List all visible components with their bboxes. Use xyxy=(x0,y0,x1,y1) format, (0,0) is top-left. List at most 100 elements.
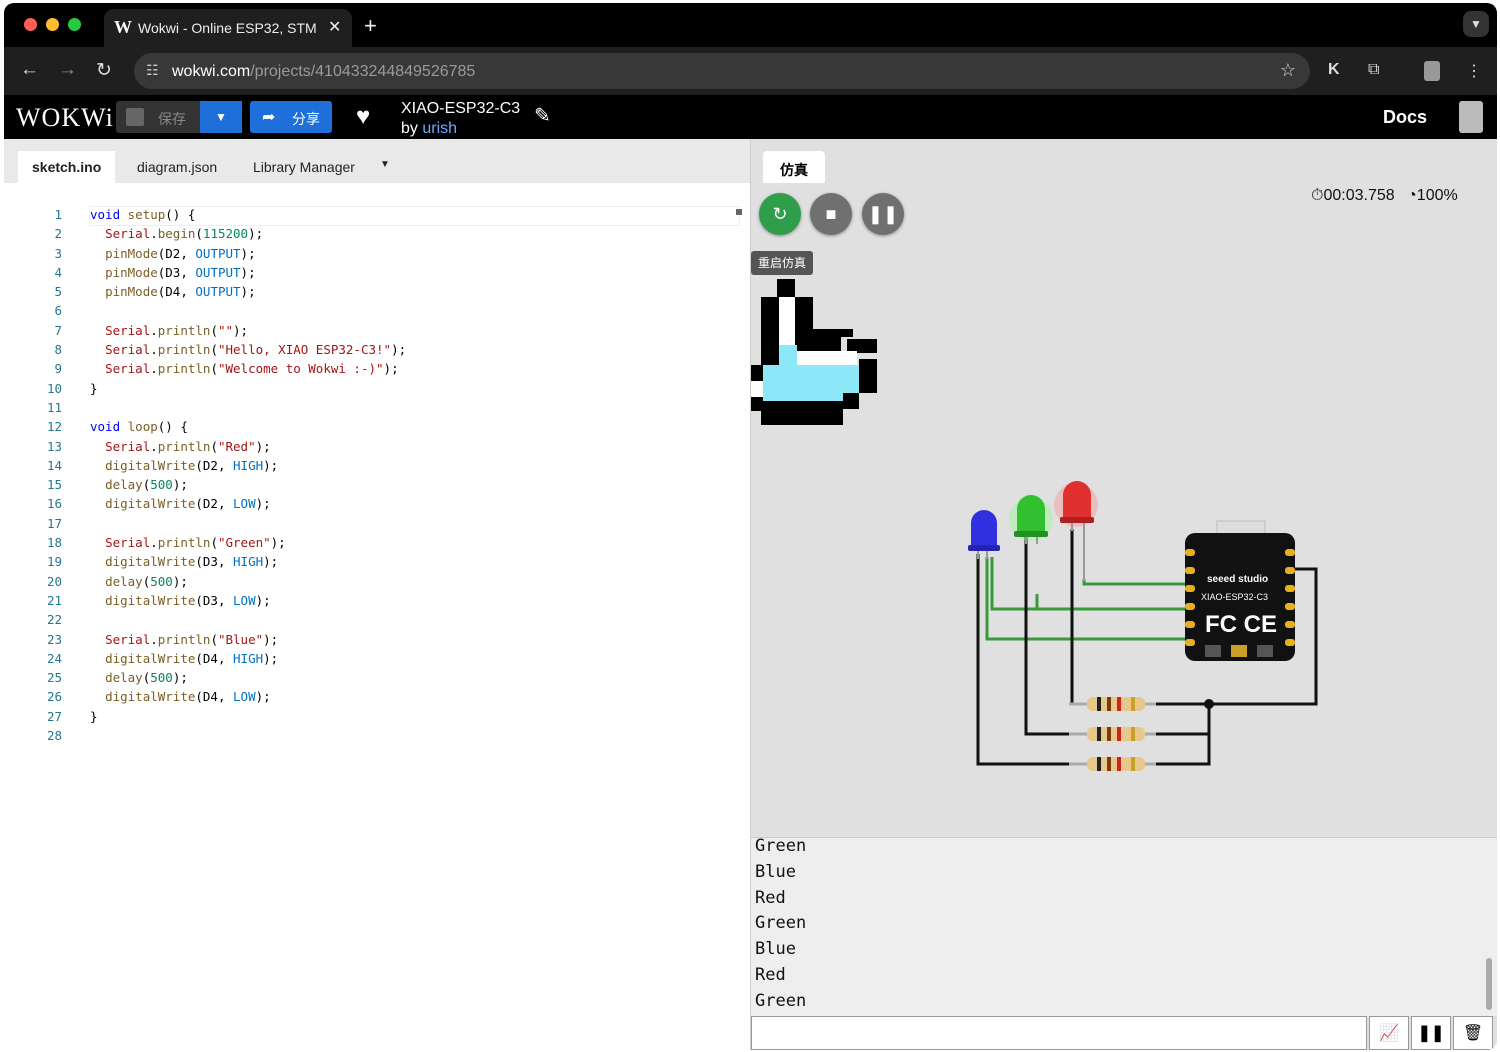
code-line[interactable]: 20 delay(500); xyxy=(4,574,750,593)
code-line[interactable]: 22 xyxy=(4,612,750,631)
resistor-2[interactable] xyxy=(1069,727,1156,741)
author-link[interactable]: urish xyxy=(422,120,458,137)
tab-simulation[interactable]: 仿真 xyxy=(763,151,825,183)
tab-title: Wokwi - Online ESP32, STM32, Arduino Sim… xyxy=(138,20,316,36)
extensions-puzzle-icon[interactable]: ⧉ xyxy=(1368,61,1380,78)
browser-tab[interactable]: W Wokwi - Online ESP32, STM32, Arduino S… xyxy=(104,9,352,47)
reload-icon[interactable]: ↻ xyxy=(96,60,112,81)
circuit-canvas[interactable]: seeed studio XIAO-ESP32-C3 FC CE xyxy=(751,269,1497,829)
code-line[interactable]: 14 digitalWrite(D2, HIGH); xyxy=(4,458,750,477)
code-line[interactable]: 15 delay(500); xyxy=(4,477,750,496)
line-number: 9 xyxy=(54,361,62,377)
serial-line: Red xyxy=(755,964,786,985)
line-number: 27 xyxy=(46,708,62,724)
project-byline: by urish xyxy=(401,120,458,137)
simulation-panel: 仿真 ↻ ■ ❚❚ 重启仿真 ⏱00:03.758 ◔100% xyxy=(750,139,1497,1050)
save-dropdown-button[interactable]: ▼ xyxy=(200,101,242,133)
line-number: 10 xyxy=(46,380,62,396)
line-code: void setup() { xyxy=(90,207,196,222)
resistor-3[interactable] xyxy=(1069,757,1156,771)
code-line[interactable]: 17 xyxy=(4,516,750,535)
line-code: Serial.println("Hello, XIAO ESP32-C3!"); xyxy=(105,342,407,358)
wokwi-logo[interactable]: WOKWi xyxy=(16,103,114,132)
user-avatar[interactable] xyxy=(1459,101,1483,133)
line-code: Serial.println("Green"); xyxy=(105,535,286,551)
board-certification-marks: FC CE xyxy=(1205,611,1277,638)
tab-library-manager[interactable]: Library Manager xyxy=(253,159,355,175)
editor-tabs: sketch.ino diagram.json Library Manager … xyxy=(4,139,750,183)
led-red[interactable] xyxy=(1054,481,1098,581)
edit-title-pencil-icon[interactable]: ✎ xyxy=(534,105,551,127)
like-heart-icon[interactable]: ♥ xyxy=(356,103,371,130)
code-line[interactable]: 6 xyxy=(4,303,750,322)
save-button[interactable]: 保存 xyxy=(116,101,200,133)
kami-extension-icon[interactable]: K xyxy=(1328,61,1340,78)
code-line[interactable]: 9 Serial.println("Welcome to Wokwi :-)")… xyxy=(4,361,750,380)
serial-scrollbar[interactable] xyxy=(1486,958,1492,1010)
pause-simulation-button[interactable]: ❚❚ xyxy=(862,193,904,235)
address-bar-row: ← → ↻ ☷ wokwi.com/projects/4104332448495… xyxy=(4,47,1497,95)
minimize-window-button[interactable] xyxy=(46,18,59,31)
code-line[interactable]: 16 digitalWrite(D2, LOW); xyxy=(4,496,750,515)
code-line[interactable]: 13 Serial.println("Red"); xyxy=(4,439,750,458)
profile-avatar-icon[interactable] xyxy=(1424,61,1440,81)
clear-serial-button[interactable]: 🗑 xyxy=(1453,1016,1493,1050)
code-line[interactable]: 26 digitalWrite(D4, LOW); xyxy=(4,689,750,708)
xiao-esp32-c3-board[interactable]: seeed studio XIAO-ESP32-C3 FC CE xyxy=(1185,520,1295,661)
code-line[interactable]: 8 Serial.println("Hello, XIAO ESP32-C3!"… xyxy=(4,342,750,361)
resistor-1[interactable] xyxy=(1069,697,1156,711)
code-line[interactable]: 4 pinMode(D3, OUTPUT); xyxy=(4,265,750,284)
site-info-icon[interactable]: ☷ xyxy=(146,62,159,78)
code-line[interactable]: 28 xyxy=(4,728,750,747)
code-line[interactable]: 3 pinMode(D2, OUTPUT); xyxy=(4,246,750,265)
plotter-button[interactable]: 📈 xyxy=(1369,1016,1409,1050)
code-line[interactable]: 10} xyxy=(4,381,750,400)
line-number: 3 xyxy=(54,245,62,261)
led-green[interactable] xyxy=(1009,495,1053,544)
line-code: Serial.println(""); xyxy=(105,322,249,338)
pause-icon: ❚❚ xyxy=(867,204,899,224)
code-line[interactable]: 11 xyxy=(4,400,750,419)
share-button[interactable]: ➦ 分享 xyxy=(250,101,332,133)
tab-diagram-json[interactable]: diagram.json xyxy=(137,159,218,175)
editor-scrollbar-marker[interactable] xyxy=(736,209,742,215)
code-line[interactable]: 5 pinMode(D4, OUTPUT); xyxy=(4,284,750,303)
code-line[interactable]: 18 Serial.println("Green"); xyxy=(4,535,750,554)
code-line[interactable]: 19 digitalWrite(D3, HIGH); xyxy=(4,554,750,573)
tab-search-icon[interactable]: ▼ xyxy=(1463,11,1489,37)
code-line[interactable]: 24 digitalWrite(D4, HIGH); xyxy=(4,651,750,670)
code-line[interactable]: 27} xyxy=(4,709,750,728)
close-tab-icon[interactable]: ✕ xyxy=(328,19,342,36)
stop-simulation-button[interactable]: ■ xyxy=(810,193,852,235)
tabs-menu-caret-icon[interactable]: ▼ xyxy=(380,159,390,170)
restart-simulation-button[interactable]: ↻ xyxy=(759,193,801,235)
bookmark-star-icon[interactable]: ☆ xyxy=(1279,60,1296,80)
code-line[interactable]: 21 digitalWrite(D3, LOW); xyxy=(4,593,750,612)
tab-sketch-ino[interactable]: sketch.ino xyxy=(18,151,116,183)
url-field[interactable]: ☷ wokwi.com/projects/410433244849526785 … xyxy=(134,53,1310,89)
line-code: pinMode(D3, OUTPUT); xyxy=(105,264,256,280)
serial-input[interactable] xyxy=(751,1016,1367,1050)
maximize-window-button[interactable] xyxy=(68,18,81,31)
browser-menu-icon[interactable]: ⋮ xyxy=(1466,63,1482,80)
pause-serial-button[interactable]: ❚❚ xyxy=(1411,1016,1451,1050)
forward-icon[interactable]: → xyxy=(58,59,77,80)
back-icon[interactable]: ← xyxy=(20,59,39,80)
line-number: 16 xyxy=(46,496,62,512)
line-number: 28 xyxy=(46,728,62,744)
new-tab-icon[interactable]: + xyxy=(364,13,377,38)
led-blue[interactable] xyxy=(968,510,1000,559)
code-line[interactable]: 25 delay(500); xyxy=(4,670,750,689)
restart-tooltip: 重启仿真 xyxy=(751,251,813,275)
close-window-button[interactable] xyxy=(24,18,37,31)
code-line[interactable]: 23 Serial.println("Blue"); xyxy=(4,632,750,651)
line-number: 18 xyxy=(46,535,62,551)
code-line[interactable]: 2 Serial.begin(115200); xyxy=(4,226,750,245)
code-line[interactable]: 7 Serial.println(""); xyxy=(4,323,750,342)
floppy-disk-icon xyxy=(126,108,144,126)
docs-link[interactable]: Docs xyxy=(1383,107,1428,127)
